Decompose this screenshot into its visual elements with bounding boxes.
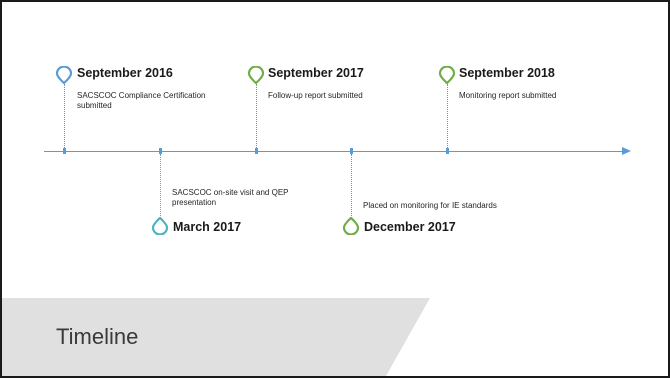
event-stem <box>160 154 161 220</box>
slide-title: Timeline <box>56 324 139 349</box>
event-description: Placed on monitoring for IE standards <box>363 201 497 210</box>
timeline-tick <box>255 148 258 154</box>
timeline-arrow-icon <box>622 147 631 155</box>
timeline-tick <box>446 148 449 154</box>
map-pin-icon <box>55 66 73 84</box>
map-pin-icon <box>247 66 265 84</box>
event-description: Follow-up report submitted <box>268 91 363 100</box>
map-pin-icon <box>438 66 456 84</box>
event-description: SACSCOC Compliance Certification submitt… <box>77 91 206 110</box>
event-stem <box>64 84 65 150</box>
event-date: September 2016 <box>77 66 173 80</box>
event-date: September 2018 <box>459 66 555 80</box>
timeline-tick <box>63 148 66 154</box>
event-date: September 2017 <box>268 66 364 80</box>
event-stem <box>447 84 448 150</box>
timeline-tick <box>350 148 353 154</box>
event-description: SACSCOC on-site visit and QEP presentati… <box>172 188 289 207</box>
event-description: Monitoring report submitted <box>459 91 557 100</box>
event-stem <box>351 154 352 220</box>
event-date: March 2017 <box>173 220 242 234</box>
event-stem <box>256 84 257 150</box>
timeline-tick <box>159 148 162 154</box>
event-date: December 2017 <box>364 220 456 234</box>
timeline-axis <box>44 151 624 152</box>
map-pin-icon <box>342 217 360 235</box>
title-bar-accent <box>382 298 668 376</box>
map-pin-icon <box>151 217 169 235</box>
